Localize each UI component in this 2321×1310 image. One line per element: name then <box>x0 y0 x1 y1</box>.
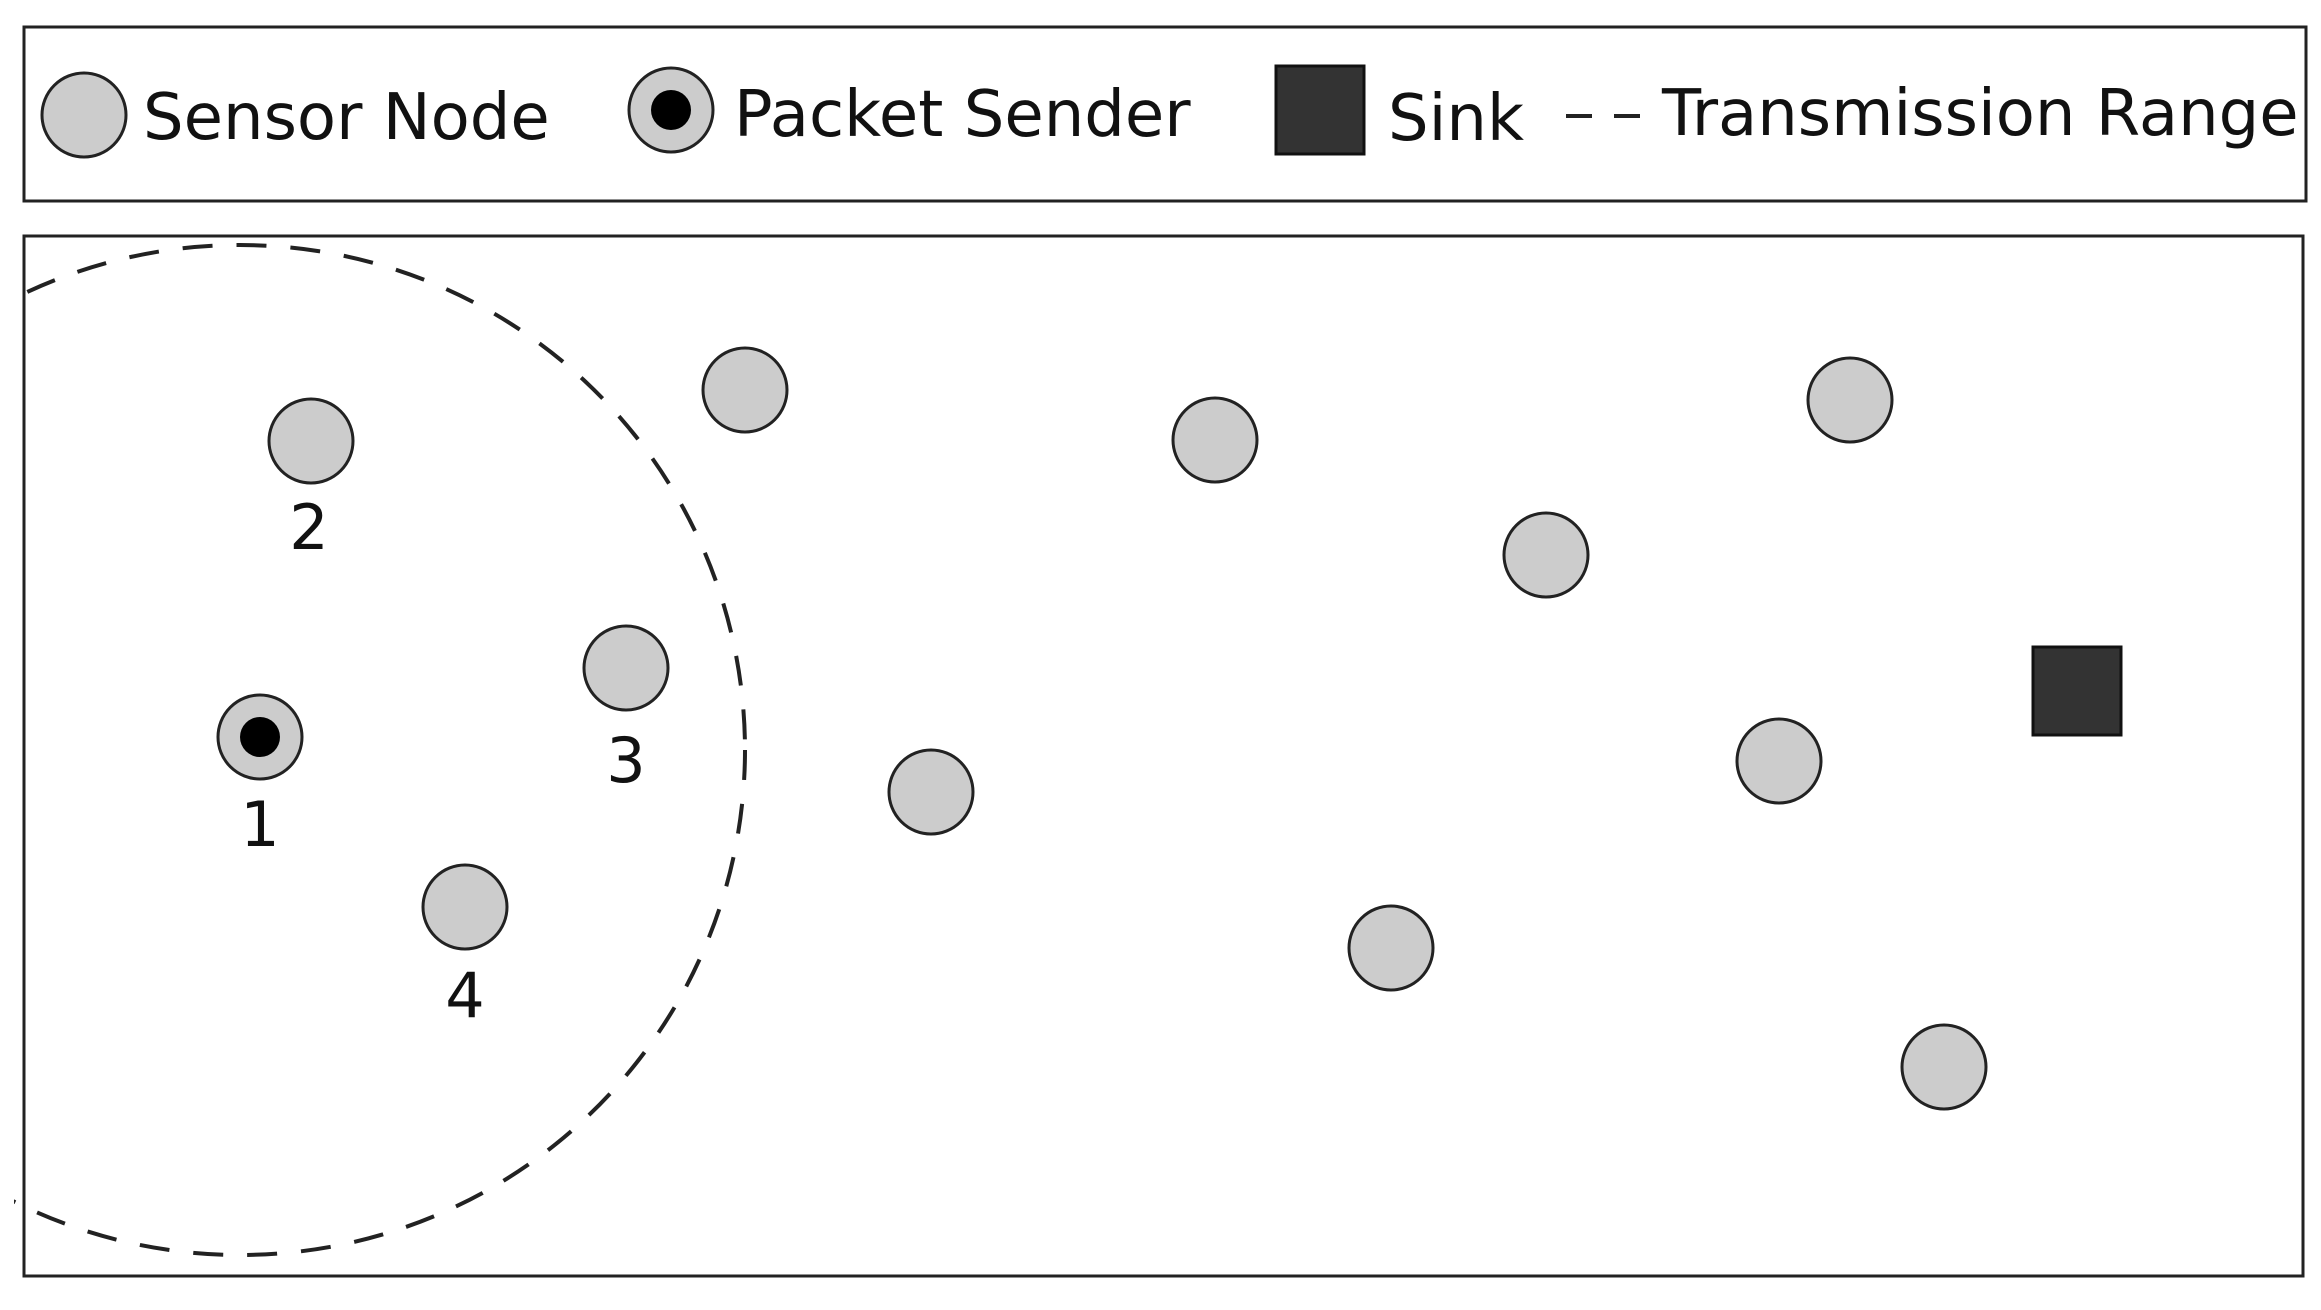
legend-packet-sender-label: Packet Sender <box>734 78 1191 152</box>
legend-packet-sender-icon <box>627 66 715 154</box>
network-frame <box>22 234 2305 1278</box>
sensor-node <box>1502 511 1590 599</box>
sensor-node <box>1900 1023 1988 1111</box>
network-area: 1 2 3 4 <box>14 234 2305 1278</box>
node-label-1: 1 <box>240 788 279 861</box>
sensor-node <box>267 397 355 485</box>
node-label-4: 4 <box>445 959 484 1032</box>
sensor-node <box>701 346 789 434</box>
legend-transmission-range-label: Transmission Range <box>1661 77 2299 151</box>
legend-sensor-node-icon <box>40 71 128 159</box>
sink-node <box>2031 645 2123 737</box>
sensor-node <box>1171 396 1259 484</box>
sensor-node <box>421 863 509 951</box>
transmission-range-circle <box>14 243 747 1257</box>
sensor-node <box>1735 717 1823 805</box>
node-label-3: 3 <box>606 724 645 797</box>
sensor-node <box>887 748 975 836</box>
legend-sink-icon <box>1274 64 1366 156</box>
legend: Sensor Node Packet Sender Sink Transmiss… <box>22 25 2308 203</box>
sensor-node <box>1806 356 1894 444</box>
legend-sink-label: Sink <box>1388 82 1524 156</box>
packet-sender-node <box>216 693 304 781</box>
sensor-node <box>1347 904 1435 992</box>
legend-sensor-node-label: Sensor Node <box>143 81 550 155</box>
node-label-2: 2 <box>289 491 328 564</box>
sensor-node <box>582 624 670 712</box>
legend-frame <box>22 25 2308 203</box>
